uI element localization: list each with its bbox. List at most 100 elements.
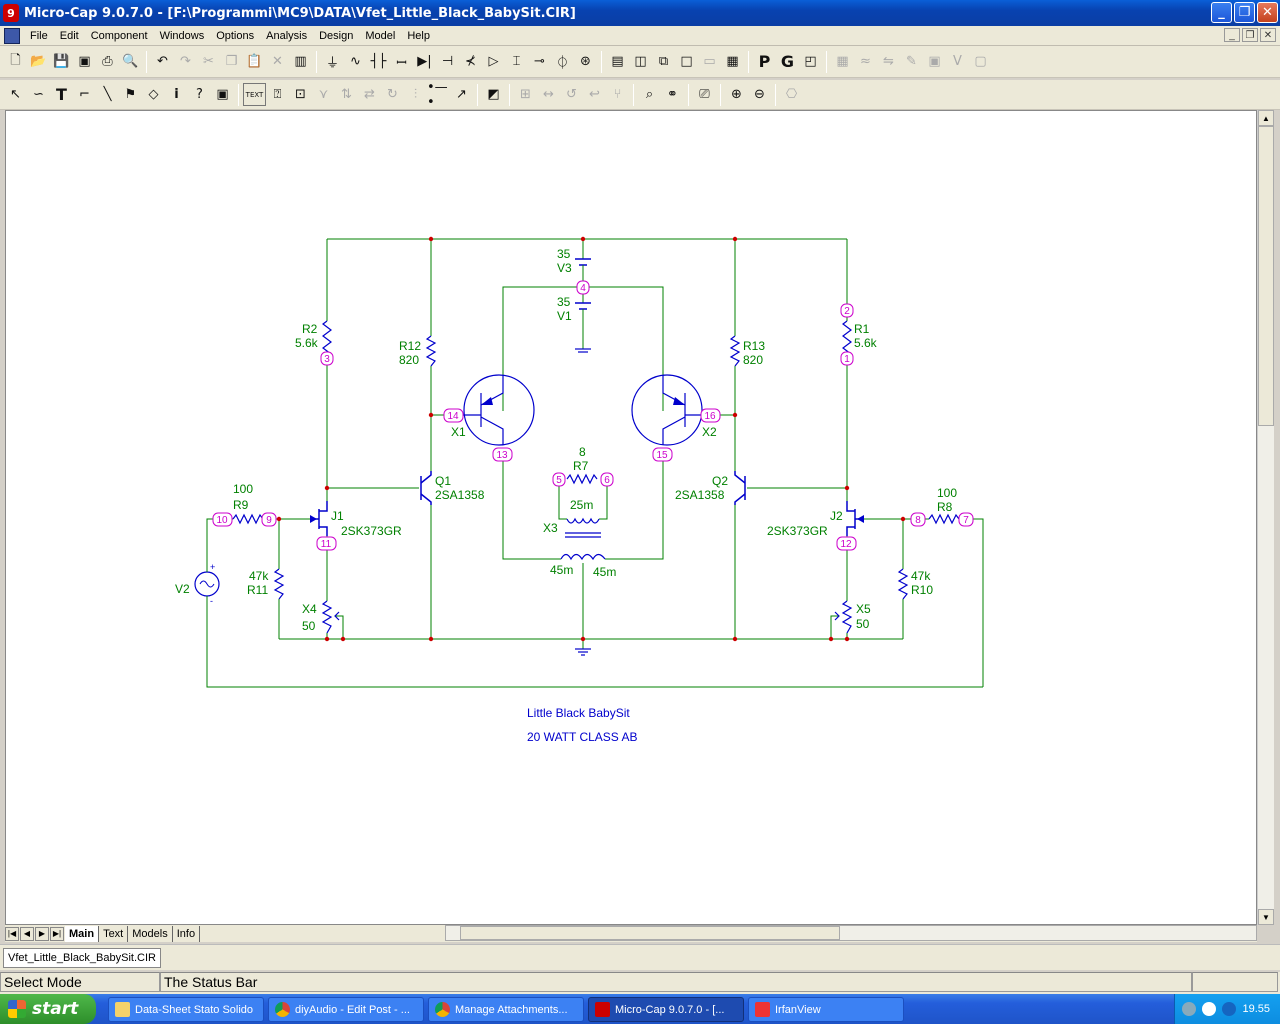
tab-text[interactable]: Text — [99, 925, 129, 942]
stepper2-icon[interactable]: ⋎ — [318, 87, 329, 102]
task-irfanview[interactable]: IrfanView — [748, 997, 904, 1022]
text-mode-icon[interactable]: TEXT — [243, 83, 266, 106]
info-icon[interactable]: i — [174, 87, 179, 102]
wire2-icon[interactable]: ⌐ — [79, 87, 90, 102]
start-button[interactable]: start — [0, 994, 96, 1024]
vertical-scrollbar[interactable]: ▲ ▼ — [1257, 110, 1274, 925]
task-microcap[interactable]: Micro-Cap 9.0.7.0 - [... — [588, 997, 744, 1022]
pen-icon[interactable]: ✎ — [906, 54, 917, 69]
stepper-icon[interactable]: ⇋ — [883, 54, 894, 69]
npn-icon[interactable]: ⊀ — [465, 54, 476, 69]
page-icon[interactable]: ▭ — [703, 54, 716, 69]
line-icon[interactable]: ╲ — [103, 87, 112, 102]
fit-icon[interactable]: ⊞ — [520, 87, 531, 102]
wave-icon[interactable]: ≈ — [860, 54, 871, 69]
subscript-icon[interactable]: V — [953, 54, 962, 69]
node-numbers-icon[interactable]: ⍰ — [273, 87, 282, 102]
current-source-icon[interactable]: ⊛ — [580, 54, 591, 69]
tab-info[interactable]: Info — [173, 925, 201, 942]
menu-model[interactable]: Model — [365, 29, 396, 42]
close-button[interactable]: ✕ — [1257, 2, 1278, 23]
network-icon[interactable] — [1202, 1002, 1217, 1016]
redo-icon[interactable]: ↷ — [180, 54, 191, 69]
inductor-icon[interactable]: ꟷ — [396, 55, 407, 71]
prev-sheet-button[interactable]: ◀ — [20, 926, 34, 941]
rotate-icon[interactable]: ↻ — [387, 87, 398, 102]
flip-icon[interactable]: ⇄ — [364, 87, 375, 102]
file-tab[interactable]: Vfet_Little_Black_BabySit.CIR — [3, 948, 161, 968]
opamp-icon[interactable]: ▷ — [488, 54, 499, 69]
menu-file[interactable]: File — [30, 29, 48, 42]
next-sheet-button[interactable]: ▶ — [35, 926, 49, 941]
component-icon[interactable]: ◩ — [487, 87, 500, 102]
maximize-button[interactable]: ❐ — [1234, 2, 1255, 23]
panel-icon[interactable]: ◰ — [804, 54, 817, 69]
menu-edit[interactable]: Edit — [59, 29, 79, 42]
delete-icon[interactable]: ✕ — [272, 54, 283, 69]
paste-icon[interactable]: 📋 — [246, 54, 263, 69]
jfet-icon[interactable]: ⌶ — [512, 54, 521, 69]
g-icon[interactable]: G — [780, 52, 795, 71]
menu-component[interactable]: Component — [90, 29, 148, 42]
expand-icon[interactable]: ↔ — [543, 87, 554, 102]
find-icon[interactable]: ⌕ — [645, 87, 654, 102]
schematic-canvas[interactable]: 1 2 3 4 5 6 7 8 9 10 11 12 13 14 15 16 3… — [5, 110, 1257, 925]
page-setup-icon[interactable]: ⎚ — [699, 87, 710, 102]
line-draw-icon[interactable]: •—• — [427, 79, 448, 110]
save-icon[interactable]: 💾 — [53, 54, 70, 69]
window-icon[interactable]: ▤ — [611, 54, 624, 69]
cascade-icon[interactable]: ⧉ — [658, 54, 669, 69]
menu-windows[interactable]: Windows — [159, 29, 205, 42]
battery-icon[interactable]: ⊣ — [441, 54, 454, 69]
cut-icon[interactable]: ✂ — [203, 54, 214, 69]
help-icon[interactable]: ? — [196, 87, 203, 102]
probe2-icon[interactable]: ↗ — [456, 87, 467, 102]
horizontal-scrollbar[interactable] — [445, 925, 1257, 941]
copy-icon[interactable]: ❐ — [225, 54, 238, 69]
mdi-close-button[interactable]: ✕ — [1260, 28, 1276, 42]
vertical-scroll-thumb[interactable] — [1258, 126, 1274, 426]
capacitor-icon[interactable]: ┤├ — [370, 54, 387, 69]
box-icon[interactable]: ▣ — [928, 54, 941, 69]
last-sheet-button[interactable]: ▶| — [50, 926, 64, 941]
frame-icon[interactable]: ▢ — [974, 54, 987, 69]
binoculars-icon[interactable]: ⚭ — [667, 87, 678, 102]
first-sheet-button[interactable]: |◀ — [5, 926, 19, 941]
menu-help[interactable]: Help — [407, 29, 430, 42]
horizontal-scroll-thumb[interactable] — [460, 926, 840, 940]
source-icon[interactable]: ⏀ — [555, 56, 569, 71]
zoom-out-icon[interactable]: ⊖ — [754, 87, 765, 102]
select-all-icon[interactable]: ▥ — [294, 54, 307, 69]
switch-icon[interactable]: ⊸ — [534, 54, 545, 69]
calculator-icon[interactable]: ▦ — [726, 54, 739, 69]
mdi-minimize-button[interactable]: _ — [1224, 28, 1240, 42]
mirror-icon[interactable]: ⇅ — [341, 87, 352, 102]
select-icon[interactable]: ↖ — [10, 87, 21, 102]
tab-models[interactable]: Models — [128, 925, 173, 942]
menu-analysis[interactable]: Analysis — [266, 29, 308, 42]
minimize-button[interactable]: _ — [1211, 2, 1232, 23]
print-preview-icon[interactable]: 🔍 — [122, 54, 139, 69]
zoom-in-icon[interactable]: ⊕ — [731, 87, 742, 102]
grid-icon[interactable]: ▦ — [836, 54, 849, 69]
scroll-up-button[interactable]: ▲ — [1258, 110, 1274, 126]
bluetooth-icon[interactable] — [1222, 1002, 1237, 1016]
menu-options[interactable]: Options — [216, 29, 255, 42]
task-diyaudio[interactable]: diyAudio - Edit Post - ... — [268, 997, 424, 1022]
task-attachments[interactable]: Manage Attachments... — [428, 997, 584, 1022]
new-icon[interactable]: 🗋 — [10, 52, 21, 68]
flag-icon[interactable]: ⚑ — [124, 87, 137, 102]
undo-icon[interactable]: ↶ — [157, 54, 168, 69]
step-icon[interactable]: ↩ — [589, 87, 600, 102]
mdi-restore-button[interactable]: ❐ — [1242, 28, 1258, 42]
p-icon[interactable]: P — [758, 52, 771, 71]
tab-main[interactable]: Main — [65, 925, 100, 942]
rotate2-icon[interactable]: ↺ — [566, 87, 577, 102]
app-icon[interactable]: 9 — [3, 4, 19, 22]
task-datasheet[interactable]: Data-Sheet Stato Solido — [108, 997, 264, 1022]
fork-icon[interactable]: ⑂ — [613, 87, 622, 102]
tile-icon[interactable]: □ — [680, 54, 693, 69]
document-icon[interactable] — [4, 27, 20, 44]
probe-icon[interactable]: ▣ — [216, 87, 229, 102]
tray-arrow-icon[interactable] — [1182, 1002, 1197, 1016]
